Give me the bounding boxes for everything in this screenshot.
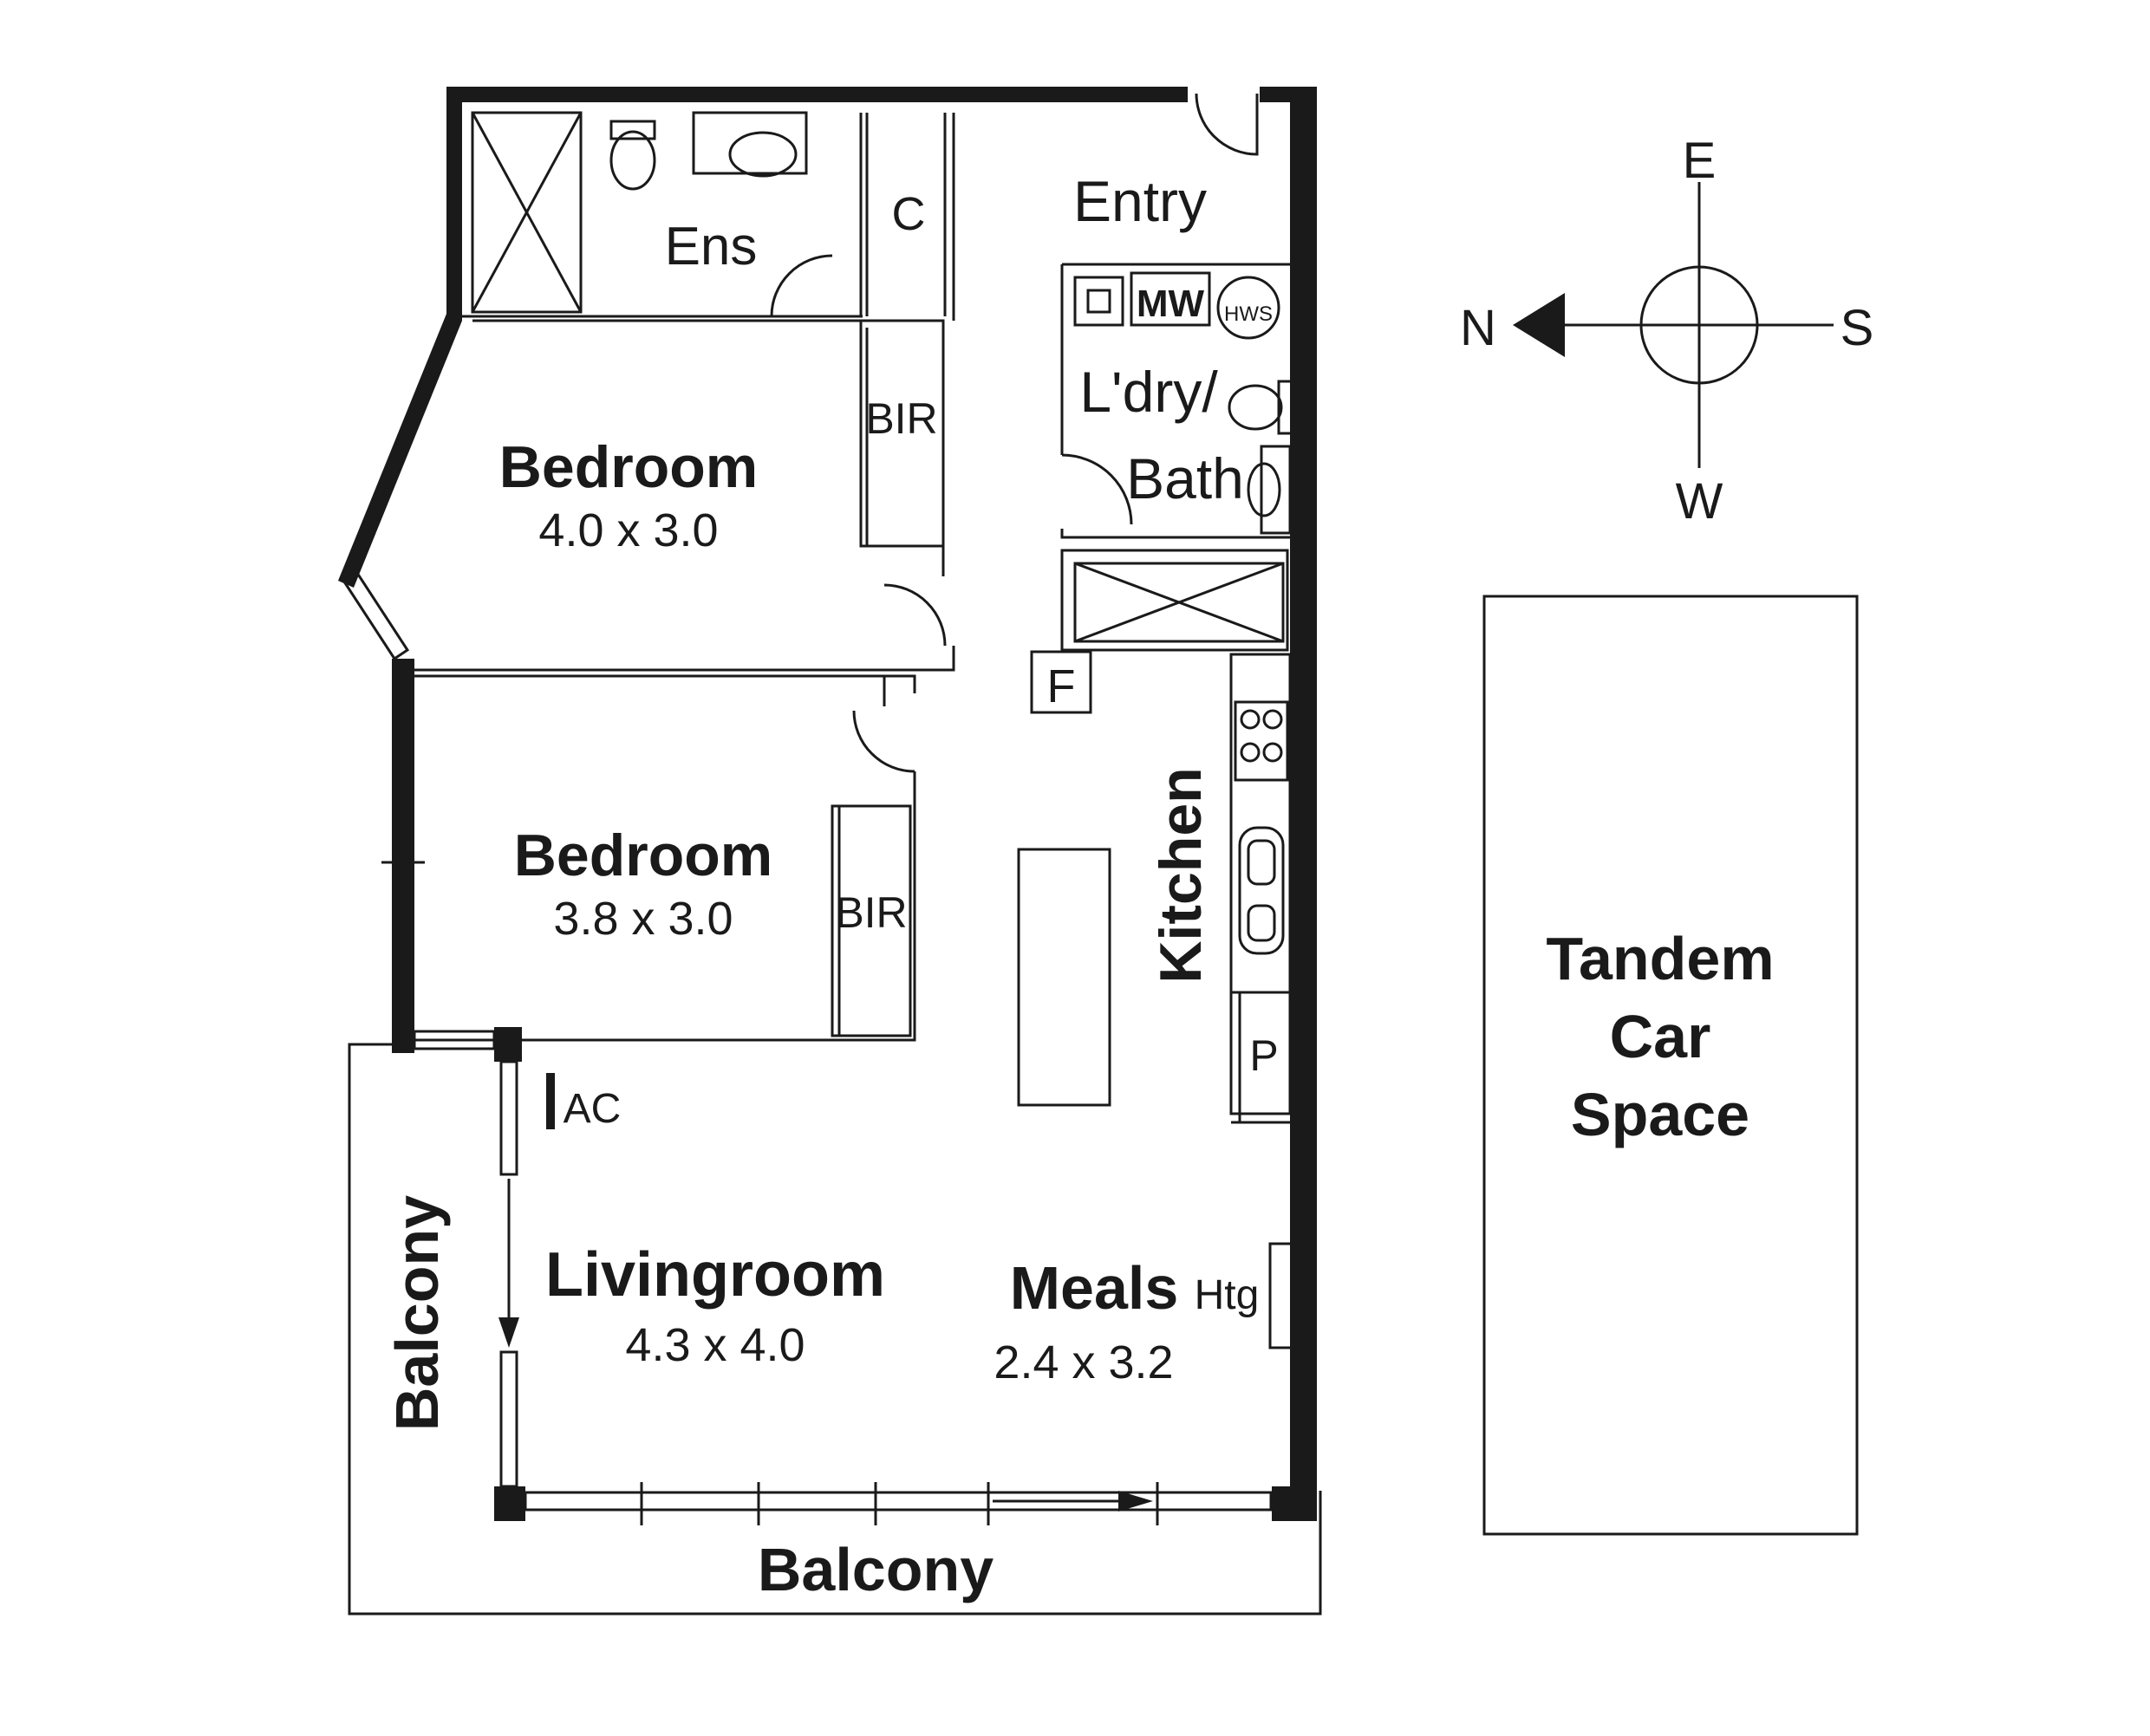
balcony-side-label: Balcony [383,1195,451,1431]
compass-west: W [1676,473,1723,530]
pantry-label: P [1249,1031,1278,1080]
kitchen-label: Kitchen [1148,767,1214,983]
compass-north: N [1460,300,1496,356]
compass-south: S [1841,300,1874,356]
washer-icon [1073,276,1124,327]
basin-icon-2 [1247,462,1281,517]
laundry-label-line2: Bath [1126,446,1244,510]
fridge-label: F [1047,660,1076,712]
ac-label: AC [564,1086,622,1132]
meals-name: Meals [1010,1254,1179,1322]
bir-2-label: BIR [835,888,907,937]
balcony-outline [348,1043,1322,1616]
ac-unit [546,1073,555,1129]
ensuite-label: Ens [665,217,758,276]
balcony-bottom-label: Balcony [758,1536,994,1603]
bedroom-2-size: 3.8 x 3.0 [553,893,733,945]
bathtub-icon [1073,562,1285,643]
microwave-label: MW [1137,283,1205,325]
hot-water-label: HWS [1224,302,1273,326]
sliding-door-arrows [498,1179,1153,1512]
sink-icon [1238,826,1285,955]
compass-east: E [1683,133,1717,189]
heater-box [1268,1242,1293,1349]
interior-walls [414,111,1292,1124]
car-space-line3: Space [1571,1081,1749,1148]
bedroom-1-name: Bedroom [499,434,758,500]
door-swings [770,93,1259,773]
entry-label: Entry [1073,169,1207,233]
car-space-line1: Tandem [1546,925,1774,992]
bir-1-label: BIR [865,394,937,443]
meals-size: 2.4 x 3.2 [994,1336,1173,1388]
laundry-label-line1: L'dry/ [1079,360,1218,424]
livingroom-name: Livingroom [545,1240,885,1310]
bedroom-1-size: 4.0 x 3.0 [538,504,718,556]
toilet-icon [609,130,656,191]
kitchen-island [1017,848,1111,1107]
cupboard-label: C [892,188,926,240]
cooktop-icon [1234,700,1289,782]
fixtures [546,111,1293,1349]
tandem-car-space [1482,595,1859,1536]
fridge-box [1030,650,1092,714]
room-labels: Ens C Entry MW HWS L'dry/ Bath Bedroom 4… [383,169,1775,1603]
basin-icon [728,131,798,178]
bedroom-2-name: Bedroom [514,822,772,888]
heating-label: Htg [1195,1272,1260,1318]
car-space-line2: Car [1610,1003,1711,1070]
toilet-icon-2 [1228,384,1283,431]
livingroom-size: 4.3 x 4.0 [625,1319,805,1371]
north-arrow-icon [1513,293,1565,357]
hot-water-icon [1216,276,1280,340]
compass-rose-icon: E N S W [1460,133,1873,530]
